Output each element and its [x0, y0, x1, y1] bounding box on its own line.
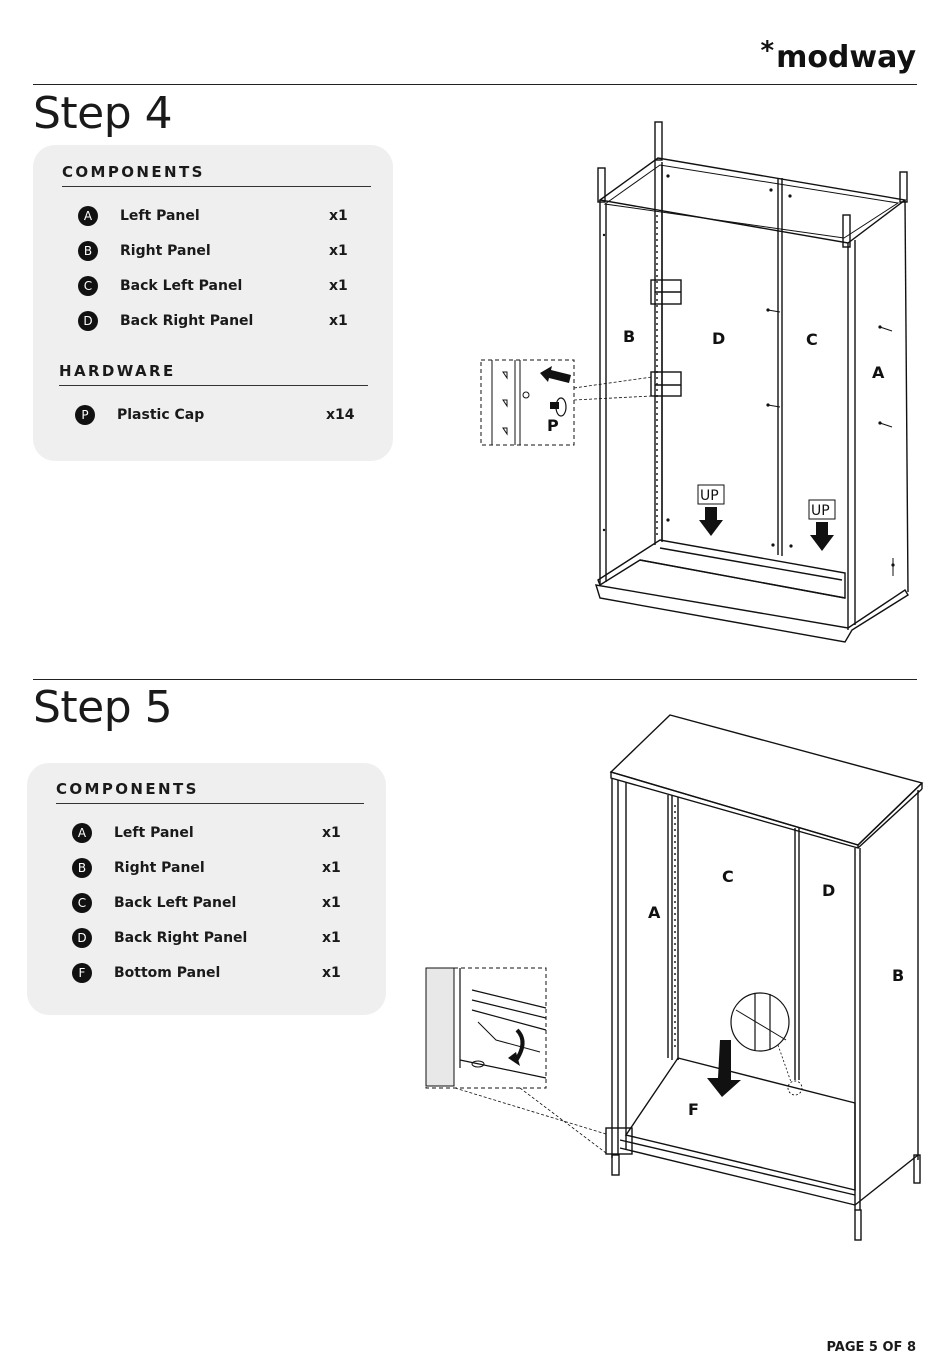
- round-detail: [731, 993, 802, 1095]
- insert-arrow: [707, 1040, 741, 1097]
- label-b: B: [892, 966, 904, 985]
- step-5-detail-box: [426, 968, 606, 1153]
- label-f: F: [688, 1100, 699, 1119]
- page-number: PAGE 5 OF 8: [826, 1340, 916, 1355]
- wardrobe-frame-step5: [606, 715, 922, 1240]
- label-a: A: [648, 903, 661, 922]
- label-d: D: [822, 881, 835, 900]
- label-c: C: [722, 867, 734, 886]
